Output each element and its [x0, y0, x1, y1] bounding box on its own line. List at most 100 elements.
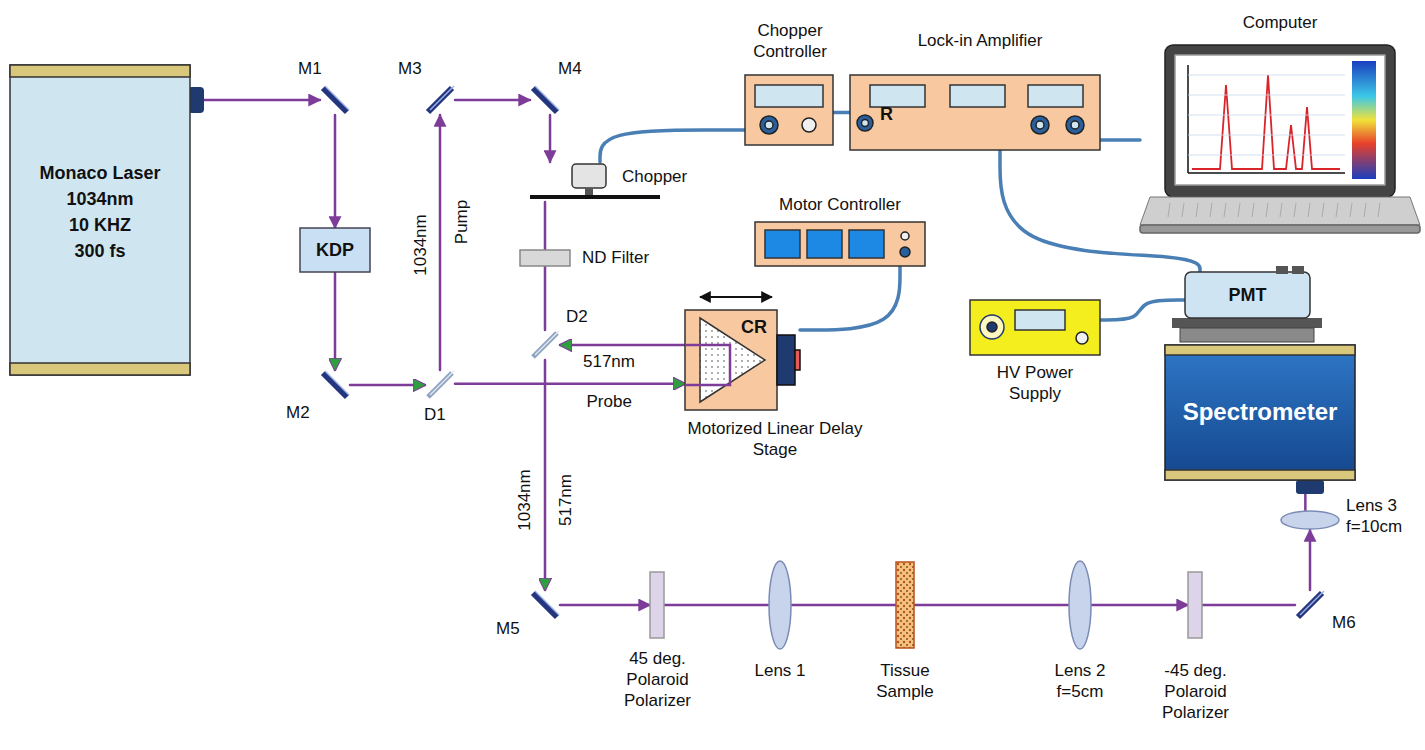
tissue-sample-shape: [896, 562, 914, 648]
lens-shape: [768, 560, 792, 650]
node-label: 45 deg. Polaroid Polarizer: [610, 648, 705, 711]
node-label: ND Filter: [582, 247, 672, 268]
mirror: M5: [530, 590, 560, 620]
chopper-controller: Chopper Controller: [745, 75, 833, 145]
mirror-shape: [320, 370, 350, 400]
dichroic-mirror-shape: [530, 330, 560, 360]
mirror-shape: [320, 85, 350, 115]
lens: Lens 3 f=10cm: [1280, 510, 1340, 530]
laser-beam: [549, 115, 552, 162]
power-supply: HV Power Supply: [970, 300, 1100, 355]
node-label: M2: [286, 402, 320, 423]
power-supply-shape: [970, 300, 1100, 355]
signal-cable: [833, 111, 850, 115]
node-label: PMT: [1185, 282, 1310, 308]
spectrometer: Spectrometer: [1165, 345, 1355, 480]
laser-beam: [1309, 530, 1312, 590]
laser-beam: [560, 344, 685, 347]
node-label: HV Power Supply: [980, 362, 1090, 404]
node-label: Lens 1: [740, 660, 820, 681]
node-label: CR: [741, 314, 775, 340]
beam-label: Pump: [452, 200, 472, 244]
chopper-shape: [530, 162, 615, 202]
signal-cable: [1100, 300, 1185, 320]
mirror-shape: [1295, 590, 1325, 620]
signal-cable: [800, 266, 900, 330]
lens-shape: [1280, 510, 1340, 530]
chopper-controller-shape: [745, 75, 833, 145]
node-label: M5: [496, 618, 530, 639]
laser-box: Monaco Laser1034nm10 KHZ300 fs: [10, 65, 190, 375]
wavelength-label: 517nm: [556, 474, 576, 526]
delay-stage: CRMotorized Linear Delay Stage: [685, 310, 800, 410]
tissue-sample: Tissue Sample: [896, 562, 914, 648]
laser-beam: [664, 604, 768, 607]
mirror: M1: [320, 85, 350, 115]
node-label: D2: [566, 306, 600, 327]
mirror: M3: [425, 85, 455, 115]
mirror-shape: [530, 85, 560, 115]
lens: Lens 2 f=5cm: [1068, 560, 1092, 650]
node-label: Computer: [1220, 12, 1340, 33]
lens: Lens 1: [768, 560, 792, 650]
node-label: M4: [558, 58, 592, 79]
computer: Computer: [1140, 45, 1420, 235]
laser-beam: [1092, 604, 1188, 607]
polarizer-shape: [1188, 572, 1202, 638]
nd-filter: ND Filter: [520, 250, 570, 266]
laser-beam: [560, 604, 650, 607]
node-label: M6: [1332, 612, 1366, 633]
laser-beam: [439, 115, 442, 370]
mirror: M6: [1295, 590, 1325, 620]
motor-controller-shape: [755, 222, 925, 266]
node-label: Chopper: [622, 166, 702, 187]
node-label: Lens 2 f=5cm: [1040, 660, 1120, 702]
node-label: Tissue Sample: [865, 660, 945, 702]
crystal-box: KDP: [300, 228, 370, 272]
node-label: Motor Controller: [755, 194, 925, 215]
laser-beam: [544, 202, 547, 250]
lens-shape: [1068, 560, 1092, 650]
mirror-shape: [425, 85, 455, 115]
node-sublabel: 300 fs: [10, 238, 190, 264]
dichroic-mirror-shape: [425, 370, 455, 400]
dichroic-mirror: D2: [530, 330, 560, 360]
laser-beam: [334, 115, 337, 228]
dichroic-mirror: D1: [425, 370, 455, 400]
node-sublabel: R: [880, 101, 898, 127]
node-sublabel: Motorized Linear Delay Stage: [680, 418, 870, 460]
node-label: M1: [298, 58, 332, 79]
node-label: Monaco Laser: [10, 160, 190, 186]
wavelength-label: 1034nm: [410, 214, 430, 275]
pmt-mount: [1180, 328, 1314, 342]
mirror: M2: [320, 370, 350, 400]
pmt: PMT: [1185, 272, 1310, 318]
laser-beam: [334, 272, 337, 370]
laser-beam: [914, 604, 1068, 607]
chopper: Chopper: [530, 162, 615, 202]
node-label: M3: [398, 58, 432, 79]
laser-beam: [350, 384, 425, 387]
polarizer: -45 deg. Polaroid Polarizer: [1188, 572, 1202, 638]
laser-beam: [1202, 604, 1295, 607]
motor-controller: Motor Controller: [755, 222, 925, 266]
mirror: M4: [530, 85, 560, 115]
node-label: -45 deg. Polaroid Polarizer: [1148, 660, 1243, 723]
node-sublabel: 10 KHZ: [10, 212, 190, 238]
computer-shape: [1140, 45, 1420, 235]
travel-arrow: [700, 296, 772, 298]
laser-beam: [455, 383, 685, 386]
laser-beam: [190, 99, 320, 102]
mirror-shape: [530, 590, 560, 620]
node-sublabel: 1034nm: [10, 186, 190, 212]
node-label: Chopper Controller: [735, 20, 845, 62]
signal-cable: [600, 130, 745, 162]
laser-beam: [455, 99, 530, 102]
laser-beam: [792, 604, 896, 607]
signal-cable: [1100, 138, 1140, 142]
node-label: Lens 3 f=10cm: [1346, 495, 1421, 537]
node-label: Spectrometer: [1165, 397, 1355, 427]
polarizer-shape: [650, 572, 664, 638]
beam-label: Probe: [587, 392, 632, 412]
laser-beam: [544, 360, 547, 590]
